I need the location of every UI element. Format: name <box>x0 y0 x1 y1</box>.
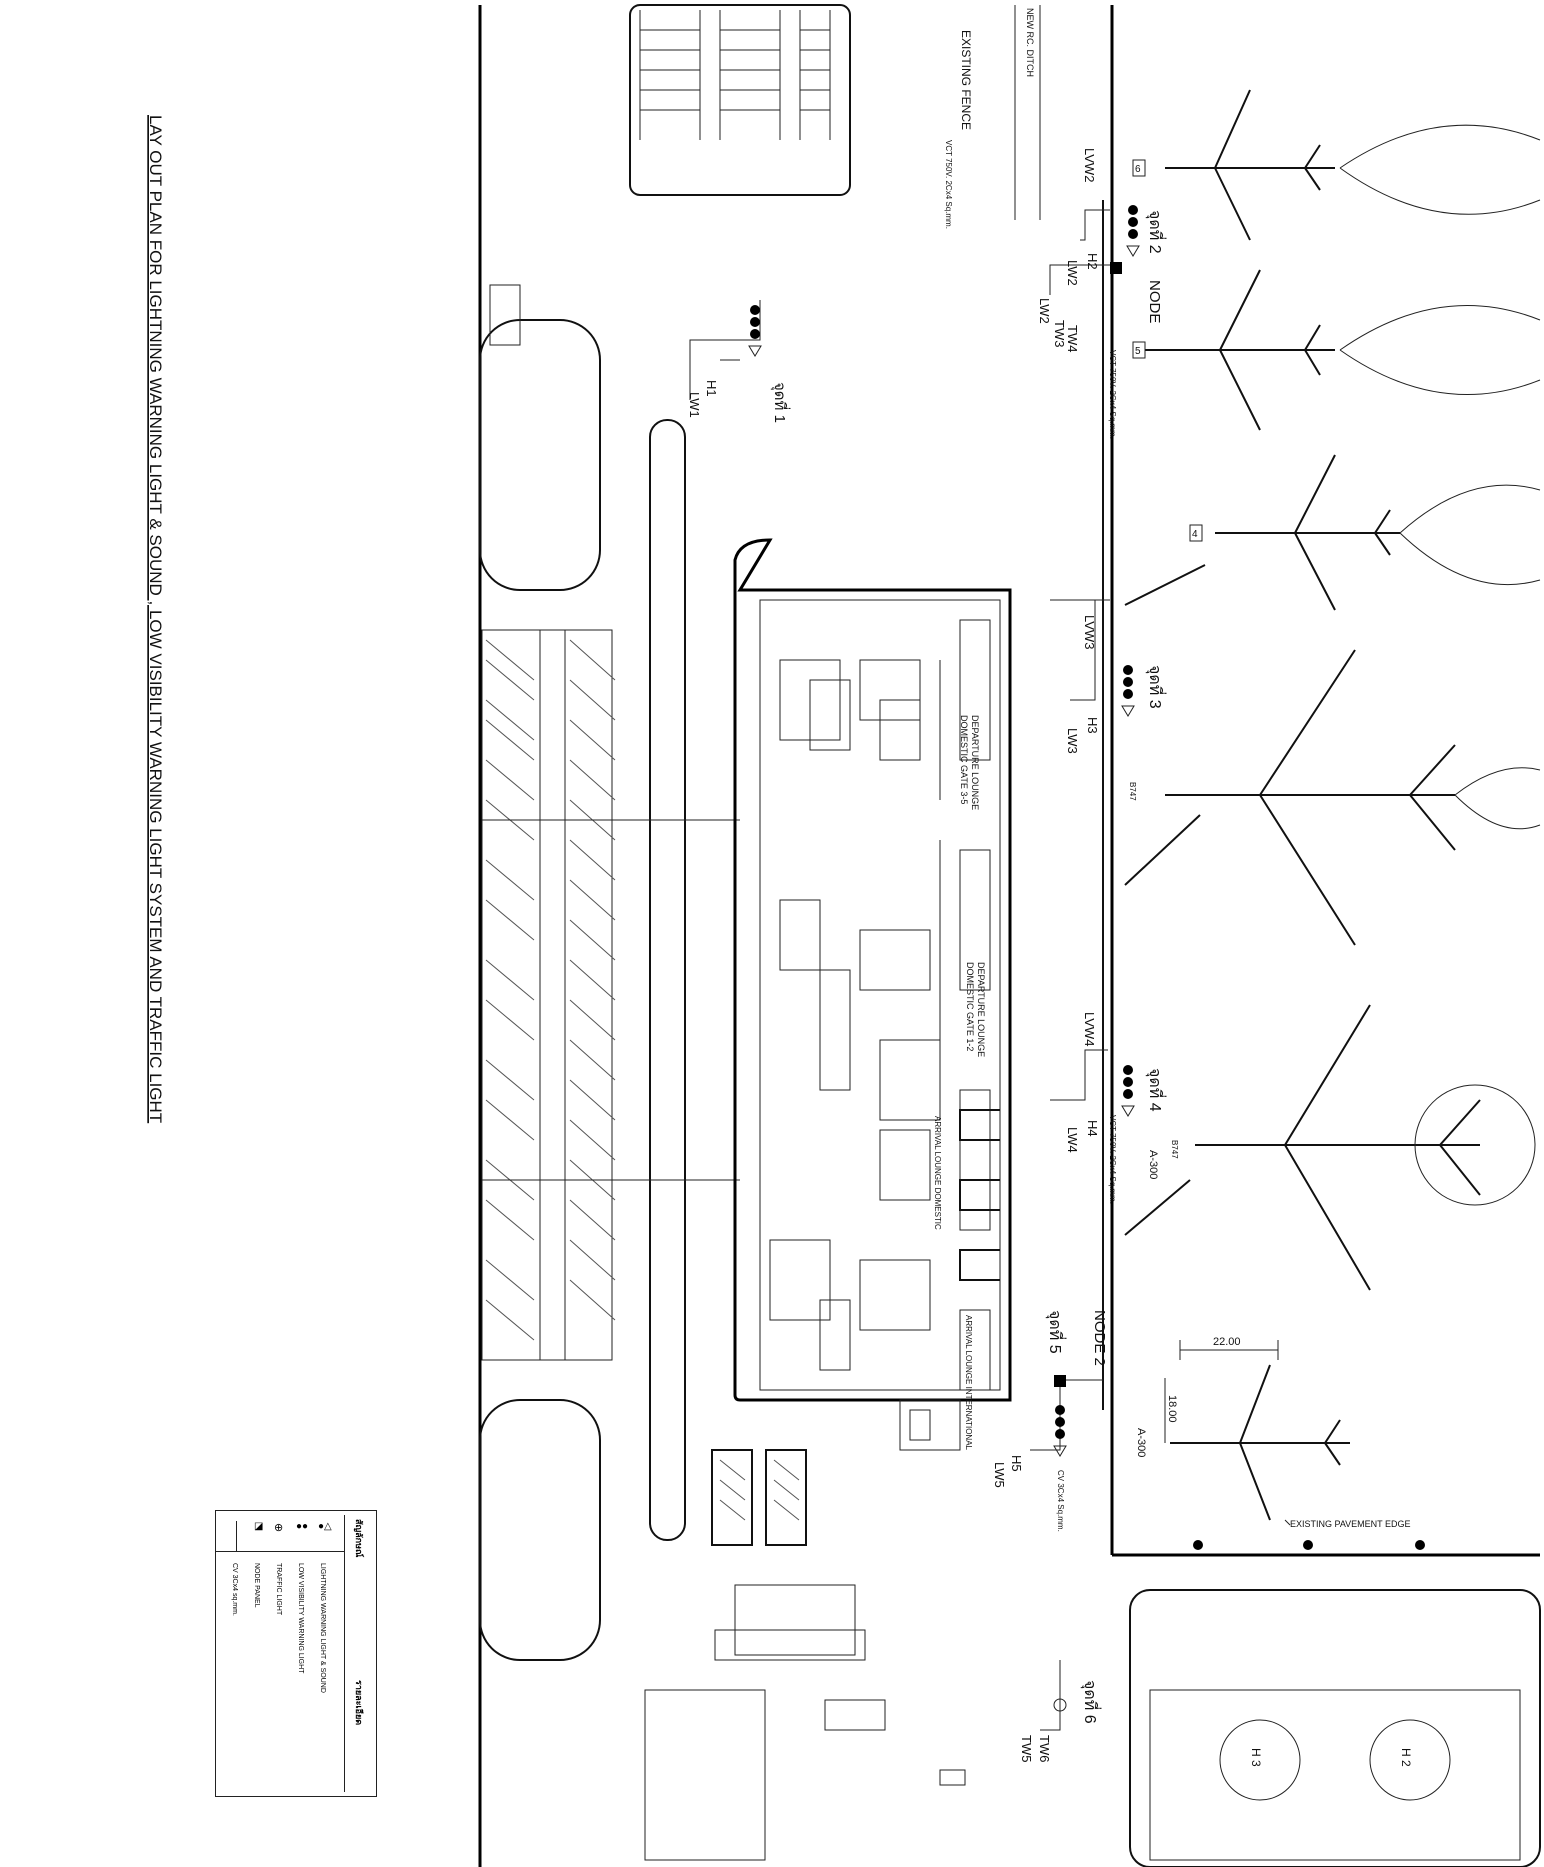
circuit-lw2b: LW2 <box>1037 298 1052 324</box>
device-cluster-p2 <box>1110 205 1140 274</box>
node-bottom-label: NODE 2 <box>1091 1310 1108 1366</box>
traffic-light-icon: ⊕ <box>274 1522 284 1534</box>
legend-row: ●● LOW VISIBILITY WARNING LIGHT <box>294 1521 314 1791</box>
aircraft-b747-1: B747 <box>1128 649 1541 946</box>
aircraft-stand-4: 4 <box>1189 454 1541 611</box>
node-top-label: NODE <box>1146 280 1163 323</box>
circuit-lw4: LW4 <box>1065 1127 1080 1153</box>
stand-6-label: 6 <box>1135 164 1141 175</box>
a300-1-label: A-300 <box>1147 1150 1159 1179</box>
dimension-22: 22.00 <box>1179 1336 1279 1360</box>
device-cluster-p3 <box>1121 665 1135 717</box>
aircraft-b747-2: B747 A-300 <box>1147 1004 1536 1291</box>
device-cluster-p1 <box>748 305 762 357</box>
dim-18-label: 18.00 <box>1166 1395 1178 1423</box>
circuit-h1: H1 <box>704 380 719 397</box>
terminal-building <box>733 538 1012 1451</box>
device-cluster-p4 <box>1121 1065 1135 1117</box>
arrival-domestic-label: ARRIVAL LOUNGE DOMESTIC <box>933 1116 942 1230</box>
helipad-area: H 3 H 2 <box>1129 1589 1541 1867</box>
aircraft-stand-5: 5 <box>1132 269 1541 431</box>
node-panel-icon: ◪ <box>254 1521 264 1532</box>
circuit-tw5: TW5 <box>1019 1735 1034 1762</box>
legend-row: CV 3Cx4 sq.mm. <box>228 1521 248 1791</box>
circuit-h2: H2 <box>1085 253 1100 270</box>
legend-header-symbol: สัญลักษณ์ <box>353 1519 363 1558</box>
circuit-lvw3: LVW3 <box>1082 615 1097 649</box>
point-6-label: จุดที่ 6 <box>1080 1680 1102 1724</box>
device-traffic-p6 <box>1053 1698 1067 1730</box>
lower-left-blocks <box>644 1449 966 1861</box>
point-1-label: จุดที่ 1 <box>770 382 791 423</box>
stand-4-label: 4 <box>1192 529 1198 540</box>
low-visibility-warning-light-icon: ●● <box>296 1521 309 1532</box>
point-4-label: จุดที่ 4 <box>1145 1068 1167 1112</box>
left-parking-area <box>479 284 740 1661</box>
top-parking-lot <box>629 4 851 196</box>
existing-fence-label: EXISTING FENCE <box>959 30 973 130</box>
cable-label-c: VCT 750V. 2Cx4 Sq.mm. <box>1108 1115 1117 1204</box>
drawing-title: LAY OUT PLAN FOR LIGHTNING WARNING LIGHT… <box>146 115 165 1123</box>
legend-item-label: CV 3Cx4 sq.mm. <box>231 1563 238 1616</box>
point-2-label: จุดที่ 2 <box>1145 210 1167 254</box>
b747-1-label: B747 <box>1128 782 1137 801</box>
circuit-lw2a: LW2 <box>1065 260 1080 286</box>
helipad-h3-label: H 3 <box>1249 1748 1263 1767</box>
departure-lounge-b-label: DEPARTURE LOUNGE <box>976 962 986 1057</box>
a300-2-label: A-300 <box>1135 1428 1147 1457</box>
circuit-h4: H4 <box>1085 1120 1100 1137</box>
title-text: LAY OUT PLAN FOR LIGHTNING WARNING LIGHT… <box>146 115 165 1123</box>
point-3-label: จุดที่ 3 <box>1145 665 1167 709</box>
circuit-lw3: LW3 <box>1065 728 1080 754</box>
dimension-18: 18.00 <box>1164 1378 1178 1443</box>
device-cluster-p5 <box>1053 1375 1067 1457</box>
cable-icon <box>236 1521 237 1551</box>
departure-lounge-b-gate: DOMESTIC GATE 1-2 <box>965 962 975 1051</box>
circuit-tw6: TW6 <box>1037 1735 1052 1762</box>
stand-5-label: 5 <box>1135 346 1141 357</box>
legend-table: สัญลักษณ์ รายละเอียด ●△ LIGHTNING WARNIN… <box>215 1510 377 1797</box>
legend-item-label: TRAFFIC LIGHT <box>275 1563 282 1616</box>
circuit-tw3: TW3 <box>1052 320 1067 347</box>
legend-row: ⊕ TRAFFIC LIGHT <box>272 1521 292 1791</box>
new-rc-ditch-label: NEW RC. DITCH <box>1025 8 1035 77</box>
circuit-lw1: LW1 <box>687 392 702 418</box>
boarding-bridges <box>1124 564 1206 1236</box>
legend-header-row: สัญลักษณ์ รายละเอียด <box>344 1515 373 1792</box>
legend-row: ●△ LIGHTNING WARNING LIGHT & SOUND <box>316 1521 336 1791</box>
departure-lounge-a-gate: DOMESTIC GATE 3-5 <box>959 715 969 804</box>
existing-pavement-edge-label: EXISTING PAVEMENT EDGE <box>1290 1519 1411 1529</box>
point-5-label: จุดที่ 5 <box>1045 1310 1067 1354</box>
departure-lounge-a-label: DEPARTURE LOUNGE <box>970 715 980 810</box>
aircraft-stand-6: 6 <box>1132 89 1541 241</box>
circuit-tw4: TW4 <box>1065 325 1080 352</box>
legend-symbol-col-divider <box>216 1551 344 1552</box>
circuit-h5: H5 <box>1009 1455 1024 1472</box>
circuit-lines <box>689 200 1110 1731</box>
lightning-warning-light-sound-icon: ●△ <box>318 1521 332 1532</box>
cable-label-a: VCT 750V. 2Cx4 Sq.mm. <box>944 140 953 229</box>
b747-2-label: B747 <box>1170 1140 1179 1159</box>
circuit-lw5: LW5 <box>992 1462 1007 1488</box>
circuit-lvw4: LVW4 <box>1082 1012 1097 1046</box>
cable-label-d: CV 3Cx4 Sq.mm. <box>1056 1470 1065 1532</box>
circuit-h3: H3 <box>1085 717 1100 734</box>
legend-item-label: LOW VISIBILITY WARNING LIGHT <box>297 1563 304 1674</box>
legend-header-desc: รายละเอียด <box>353 1680 363 1726</box>
arrival-international-label: ARRIVAL LOUNGE INTERNATIONAL <box>964 1315 973 1451</box>
aircraft-stand-lower: A-300 <box>1135 1364 1350 1521</box>
cable-label-b: VCT 750V. 2Cx4 Sq.mm. <box>1108 350 1117 439</box>
dim-22-label: 22.00 <box>1213 1336 1241 1348</box>
legend-row: ◪ NODE PANEL <box>250 1521 270 1791</box>
legend-item-label: NODE PANEL <box>253 1563 260 1608</box>
legend-item-label: LIGHTNING WARNING LIGHT & SOUND <box>319 1563 326 1693</box>
helipad-h2-label: H 2 <box>1399 1748 1413 1767</box>
circuit-lvw2: LVW2 <box>1082 148 1097 182</box>
